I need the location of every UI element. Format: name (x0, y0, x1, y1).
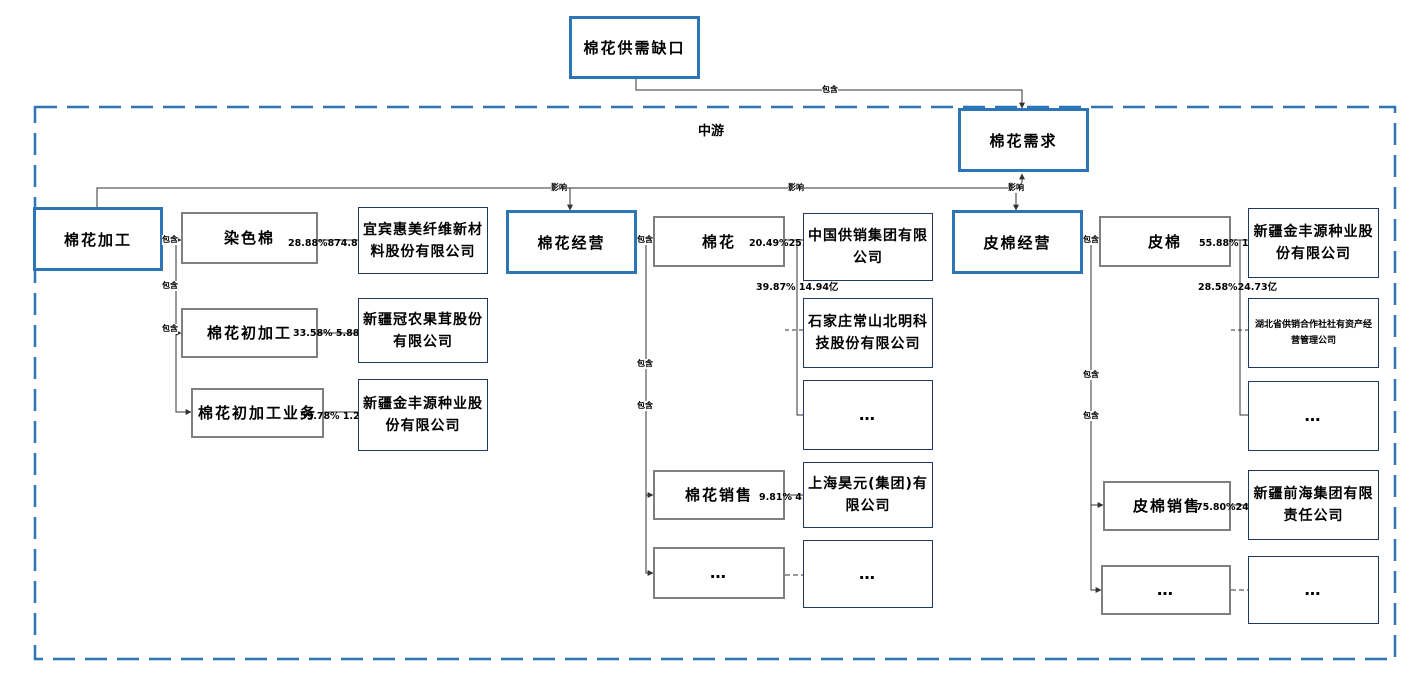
linters-pct-0a: 55.88% 1.16亿 (1199, 238, 1275, 249)
linters-contains-1: 包含 (1083, 235, 1099, 245)
operation-contains-2: 包含 (637, 359, 653, 369)
linters-company-0b[interactable]: 湖北省供销合作社社有资产经营管理公司 (1248, 298, 1379, 368)
operation-company-0a[interactable]: 中国供销集团有限公司 (803, 213, 933, 281)
operation-header[interactable]: 棉花经营 (506, 210, 637, 274)
processing-pct-1: 33.58% 5.88亿 (293, 328, 369, 339)
edge-label-gap-demand: 包含 (822, 85, 838, 95)
processing-contains-2: 包含 (162, 281, 178, 291)
edge-label-bus-3: 影响 (1008, 183, 1024, 193)
supply-gap-node[interactable]: 棉花供需缺口 (569, 16, 700, 79)
linters-item-lint[interactable]: 皮棉 (1099, 216, 1231, 267)
linters-company-1[interactable]: 新疆前海集团有限责任公司 (1248, 470, 1379, 540)
processing-contains-1: 包含 (162, 235, 178, 245)
processing-item-primary[interactable]: 棉花初加工 (181, 308, 318, 358)
processing-company-0[interactable]: 宜宾惠美纤维新材料股份有限公司 (358, 207, 488, 274)
processing-company-2[interactable]: 新疆金丰源种业股份有限公司 (358, 379, 488, 451)
linters-company-0a[interactable]: 新疆金丰源种业股份有限公司 (1248, 208, 1379, 278)
operation-more-0[interactable]: … (803, 380, 933, 450)
operation-company-0b[interactable]: 石家庄常山北明科技股份有限公司 (803, 298, 933, 368)
linters-header[interactable]: 皮棉经营 (952, 210, 1083, 274)
demand-node[interactable]: 棉花需求 (958, 108, 1089, 172)
linters-item-more[interactable]: … (1101, 565, 1231, 615)
edge-bus (96, 187, 1022, 208)
operation-item-cotton[interactable]: 棉花 (653, 216, 785, 267)
edge-label-bus-2: 影响 (788, 183, 804, 193)
midstream-region (33, 105, 1397, 661)
operation-contains-1: 包含 (637, 235, 653, 245)
operation-company-more[interactable]: … (803, 540, 933, 608)
linters-item-sales[interactable]: 皮棉销售 (1103, 481, 1231, 531)
linters-contains-2: 包含 (1083, 370, 1099, 380)
linters-more-0[interactable]: … (1248, 381, 1379, 451)
processing-header[interactable]: 棉花加工 (33, 207, 163, 271)
processing-item-primary-business[interactable]: 棉花初加工业务 (191, 388, 324, 438)
linters-pct-0b: 28.58%24.73亿 (1198, 282, 1278, 293)
operation-item-more[interactable]: … (653, 547, 785, 599)
operation-item-sales[interactable]: 棉花销售 (653, 470, 785, 520)
processing-contains-3: 包含 (162, 324, 178, 334)
processing-pct-2: 59.78% 1.23亿 (300, 411, 376, 422)
processing-company-1[interactable]: 新疆冠农果茸股份有限公司 (358, 298, 488, 363)
linters-contains-3: 包含 (1083, 411, 1099, 421)
region-title: 中游 (698, 124, 725, 139)
operation-pct-0b: 39.87% 14.94亿 (756, 282, 839, 293)
linters-pct-1: 75.80%24.33亿 (1196, 502, 1276, 513)
operation-pct-0a: 20.49%251.78亿 (749, 238, 835, 249)
processing-item-dyed-cotton[interactable]: 染色棉 (181, 212, 318, 264)
linters-company-more[interactable]: … (1248, 556, 1379, 624)
operation-pct-1: 9.81% 4.31亿 (759, 492, 829, 503)
processing-pct-0: 28.88%874.88亿 (288, 238, 374, 249)
operation-contains-3: 包含 (637, 401, 653, 411)
edge-label-bus-1: 影响 (551, 183, 567, 193)
operation-company-1[interactable]: 上海昊元(集团)有限公司 (803, 462, 933, 528)
